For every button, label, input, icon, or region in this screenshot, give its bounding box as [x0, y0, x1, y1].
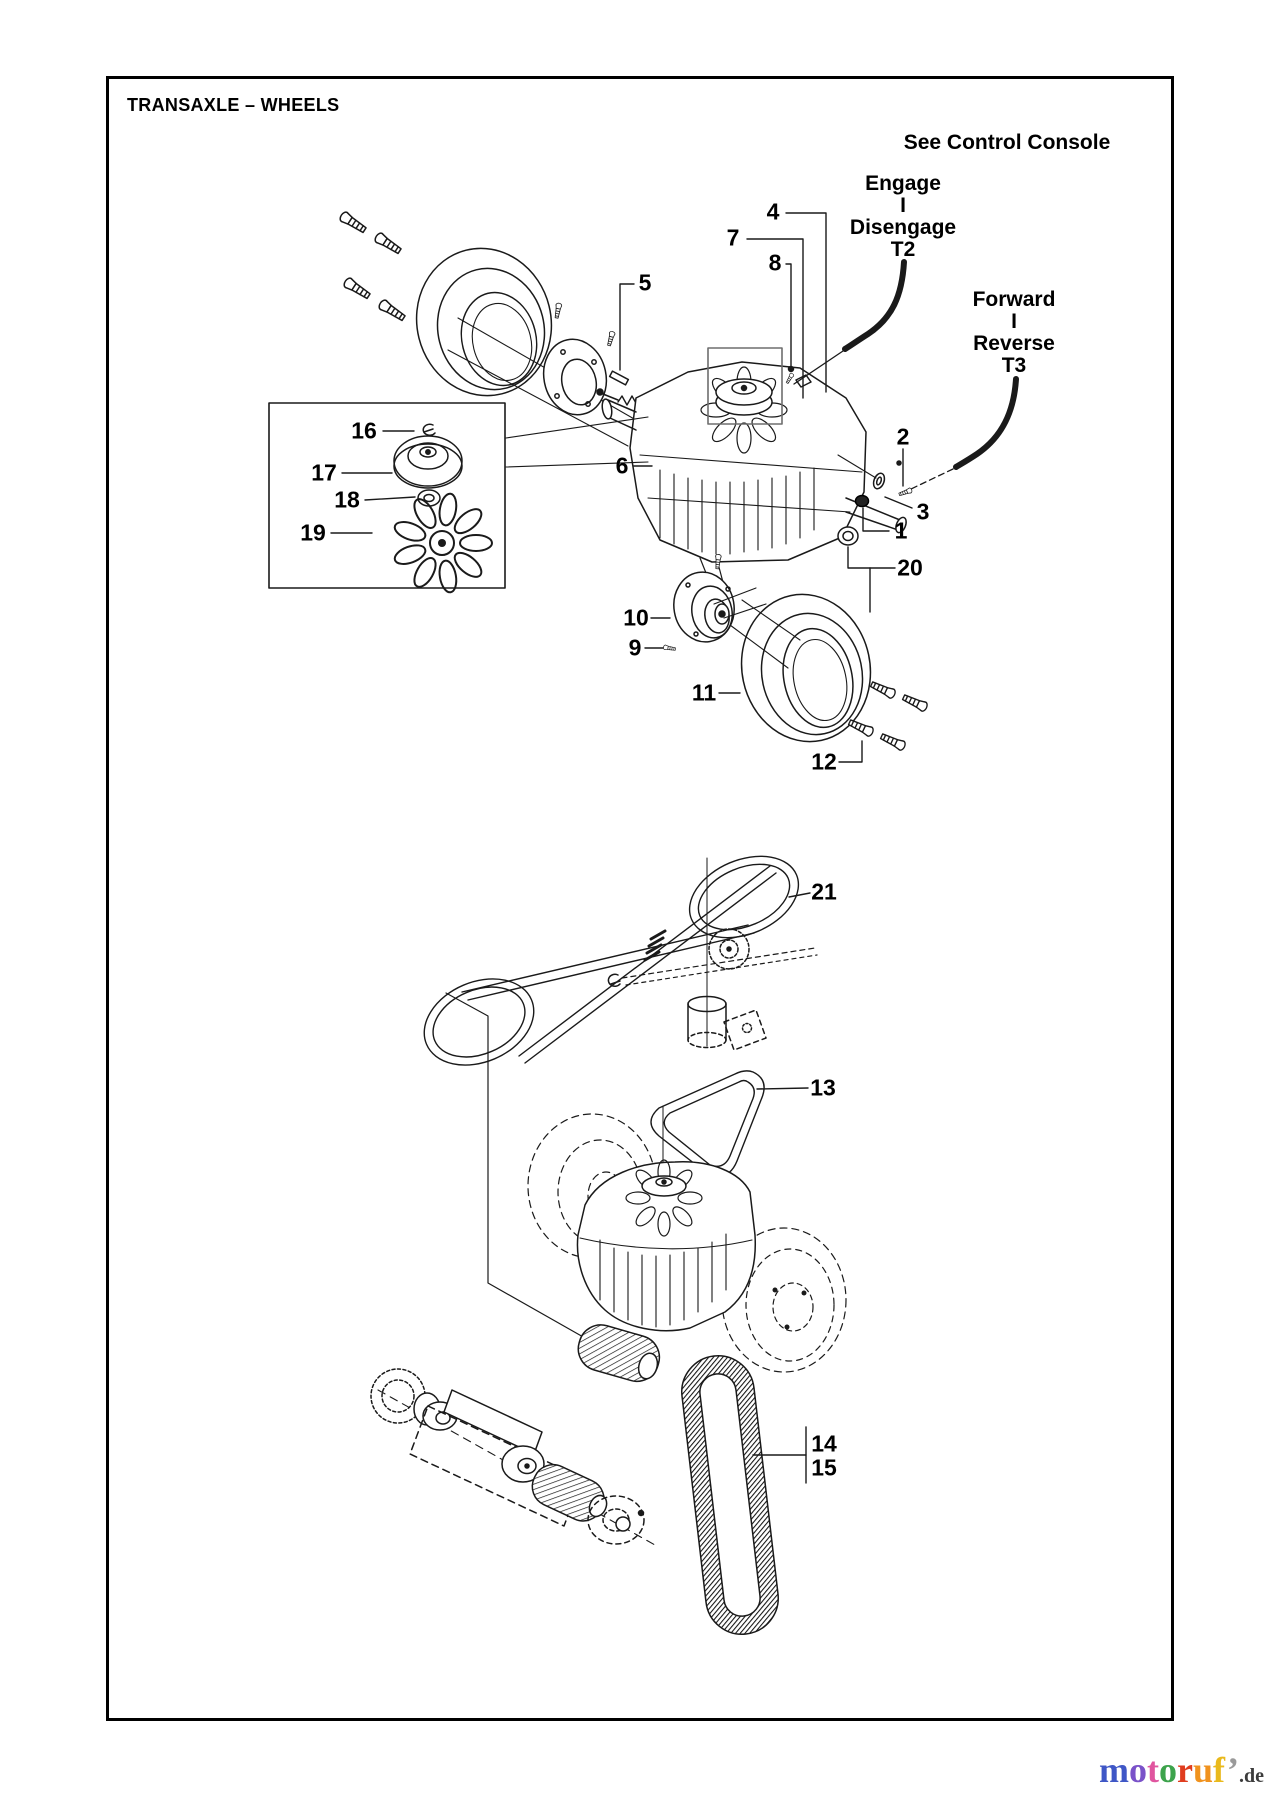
spacer-18 [417, 489, 441, 507]
t3-cable [910, 376, 1019, 490]
t2-cable-label: Engage I Disengage T2 [850, 173, 956, 261]
callout-21: 21 [811, 878, 837, 905]
t2-cable [793, 259, 907, 385]
callout-12: 12 [811, 748, 837, 775]
assembly-leader-line [445, 992, 586, 1339]
see-control-console-note: See Control Console [903, 131, 1111, 154]
bearing-part-20 [837, 526, 859, 546]
watermark-tld: .de [1239, 1765, 1264, 1787]
lower-transaxle-body [576, 1159, 757, 1332]
bolt-part-9 [662, 644, 677, 652]
fan-19 [393, 492, 493, 594]
spring-pin [643, 929, 667, 962]
t3-line-3: Reverse [973, 332, 1055, 355]
t2-line-3: Disengage [849, 216, 957, 239]
t2-line-1: Engage [865, 172, 941, 195]
left-wheel-tire [415, 247, 637, 447]
axle-output-parts [837, 454, 913, 546]
callout-6: 6 [615, 452, 629, 479]
callout-2: 2 [896, 423, 910, 450]
t3-line-2: I [1011, 310, 1017, 333]
callout-9: 9 [628, 634, 642, 661]
right-wheel-tire [713, 587, 872, 743]
belt-21 [423, 855, 800, 1066]
retainer-clip-16 [422, 423, 436, 437]
callout-10: 10 [623, 604, 649, 631]
t3-line-4: T3 [1001, 354, 1027, 377]
detail-highlight-box [707, 347, 783, 425]
washer-part-2 [872, 472, 886, 490]
callout-5: 5 [638, 269, 652, 296]
callout-16: 16 [351, 417, 377, 444]
callout-17: 17 [311, 459, 337, 486]
t3-cable-label: Forward I Reverse T3 [973, 289, 1056, 377]
cogged-pulley-lower [577, 1324, 661, 1383]
left-wheel-bolts [337, 209, 408, 324]
t2-line-4: T2 [890, 238, 916, 261]
wheel-hub-flange [542, 302, 630, 416]
transaxle-fan-pulley [700, 347, 788, 454]
diagram-frame [106, 76, 1174, 1721]
callout-3: 3 [916, 498, 930, 525]
housing-fins [659, 467, 815, 555]
callout-11: 11 [691, 679, 717, 706]
callout-1: 1 [894, 517, 908, 544]
page-title: TRANSAXLE – WHEELS [127, 95, 340, 115]
callout-18: 18 [334, 486, 360, 513]
idler-hardware [607, 857, 818, 1051]
diagram-art [268, 209, 1019, 1635]
screw-part-3 [898, 487, 913, 498]
right-wheel-hub [662, 553, 735, 652]
nut-part-1 [854, 494, 870, 508]
fan-detail-inset [268, 402, 649, 594]
callout-19: 19 [300, 519, 326, 546]
callout-20: 20 [897, 554, 923, 581]
callout-13: 13 [810, 1074, 836, 1101]
callout-14: 14 [811, 1430, 837, 1457]
right-wheel-bolts [846, 679, 930, 753]
t2-line-2: I [900, 194, 906, 217]
t3-line-1: Forward [972, 288, 1056, 311]
callout-15: 15 [811, 1454, 837, 1481]
pulley-17 [393, 435, 463, 489]
watermark-link[interactable]: motoruf’.de [1099, 1752, 1264, 1794]
watermark-word: motoruf’ [1099, 1750, 1239, 1790]
electric-clutch-assembly [370, 1368, 656, 1546]
belt-14-15 [681, 1355, 779, 1635]
callout-7: 7 [726, 224, 740, 251]
callout-leader-lines [330, 212, 913, 1484]
callout-4: 4 [766, 198, 780, 225]
callout-8: 8 [768, 249, 782, 276]
transaxle-housing [601, 361, 867, 589]
